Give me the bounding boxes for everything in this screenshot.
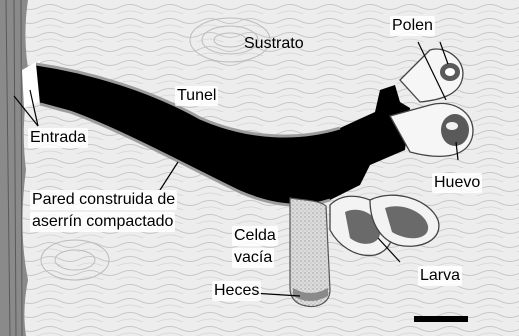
label-larva: Larva [418, 266, 462, 286]
label-entrada: Entrada [28, 128, 88, 148]
label-polen: Polen [390, 16, 435, 36]
label-huevo: Huevo [432, 173, 482, 193]
label-celda-line2: vacía [232, 248, 274, 268]
label-tunel: Tunel [175, 86, 218, 106]
egg-pollen [441, 114, 469, 146]
egg [446, 122, 458, 130]
label-pared-line2: aserrín compactado [30, 212, 175, 232]
label-sustrato: Sustrato [244, 34, 304, 54]
scale-bar [414, 316, 468, 322]
label-heces: Heces [212, 281, 261, 301]
label-pared-line1: Pared construida de [30, 190, 177, 210]
label-celda-line1: Celda [232, 226, 278, 246]
